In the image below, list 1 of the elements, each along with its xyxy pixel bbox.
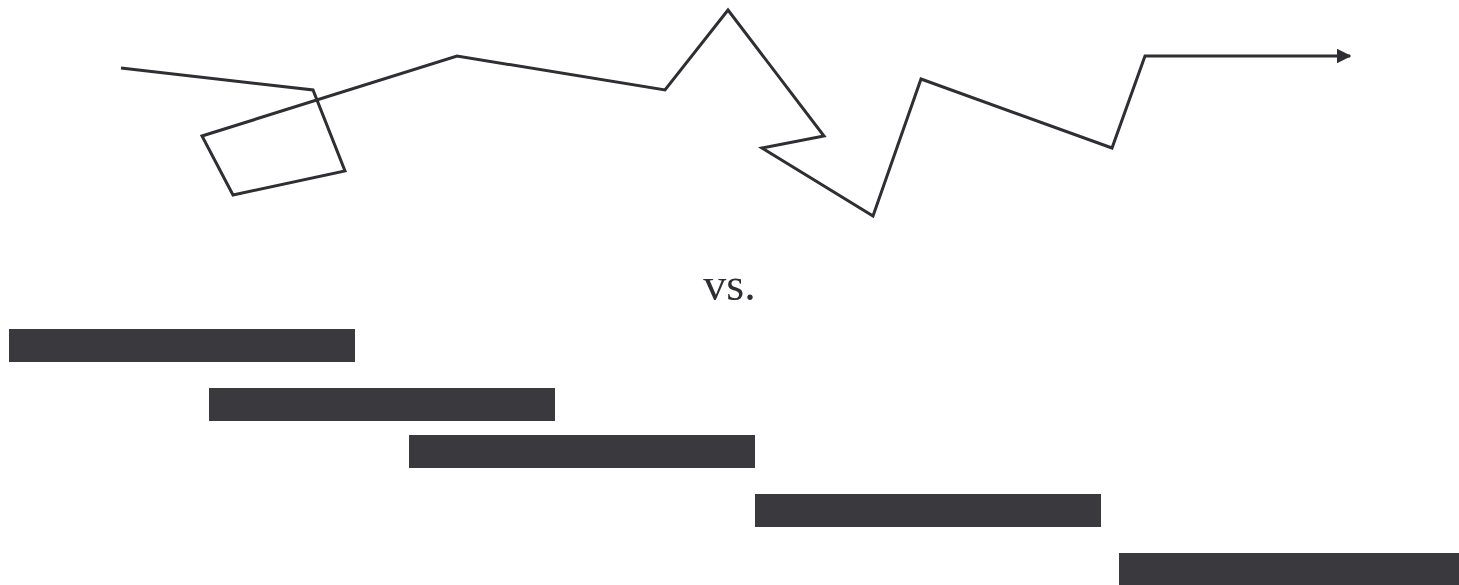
comparison-label: vs. bbox=[703, 259, 756, 310]
